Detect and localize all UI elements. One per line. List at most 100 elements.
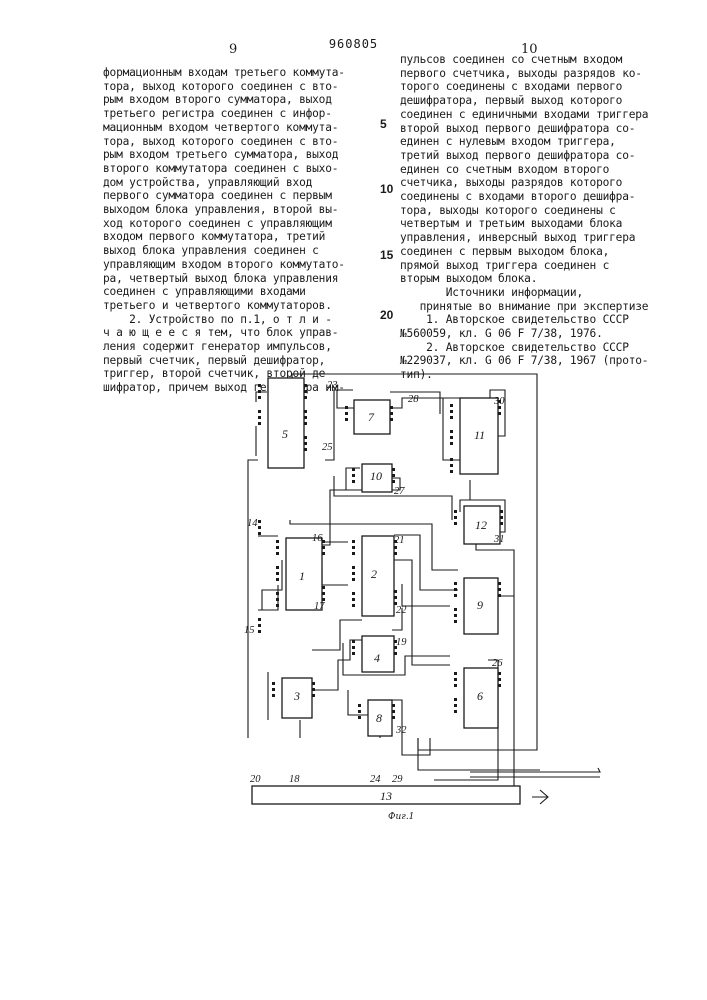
pin-dot bbox=[322, 546, 325, 549]
pin-dot bbox=[272, 688, 275, 691]
text-line: счетчика, выходы разрядов которого bbox=[400, 176, 648, 190]
pin-dot bbox=[450, 404, 453, 407]
pin-dot bbox=[258, 618, 261, 621]
block-label: 2 bbox=[371, 567, 377, 581]
pin-dot bbox=[394, 646, 397, 649]
signal-number: 16 bbox=[312, 533, 323, 544]
figure-caption: Фиг.1 bbox=[388, 812, 414, 822]
signal-number: 22 bbox=[396, 605, 407, 616]
pin-dot bbox=[498, 678, 501, 681]
text-line: формационным входам третьего коммута- bbox=[103, 66, 345, 80]
text-line: дешифратора, первый выход которого bbox=[400, 94, 648, 108]
text-line: единен с нулевым входом триггера, bbox=[400, 135, 648, 149]
pin-dot bbox=[498, 594, 501, 597]
pin-dot bbox=[312, 688, 315, 691]
text-line: 1. Авторское свидетельство СССР bbox=[400, 313, 648, 327]
pin-dot bbox=[358, 710, 361, 713]
text-line: выход блока управления соединен с bbox=[103, 244, 345, 258]
pin-dot bbox=[498, 406, 501, 409]
text-line: соединен с управляющими входами bbox=[103, 285, 345, 299]
text-line: мационным входом четвертого коммута- bbox=[103, 121, 345, 135]
pin-dot bbox=[454, 672, 457, 675]
block-label: 11 bbox=[474, 428, 485, 442]
pin-dot bbox=[272, 682, 275, 685]
signal-number: 18 bbox=[289, 774, 300, 785]
text-line: ч а ю щ е е с я тем, что блок управ- bbox=[103, 326, 345, 340]
text-line: выходом блока управления, второй вы- bbox=[103, 203, 345, 217]
line-number: 10 bbox=[380, 182, 393, 196]
signal-number: 19 bbox=[396, 637, 407, 648]
pin-dot bbox=[454, 588, 457, 591]
pin-dot bbox=[352, 566, 355, 569]
text-line: тора, выходы которого соединены с bbox=[400, 204, 648, 218]
text-line: ления содержит генератор импульсов, bbox=[103, 340, 345, 354]
pin-dot bbox=[304, 390, 307, 393]
pin-dot bbox=[258, 390, 261, 393]
block-label: 9 bbox=[477, 598, 483, 612]
text-line: четвертым и третьим выходами блока bbox=[400, 217, 648, 231]
text-line: соединен с единичными входами триггера bbox=[400, 108, 648, 122]
pin-dot bbox=[454, 582, 457, 585]
signal-number: 29 bbox=[392, 774, 403, 785]
pin-dot bbox=[352, 552, 355, 555]
patent-number: 960805 bbox=[0, 37, 707, 51]
right-text-column: пульсов соединен со счетным входомпервог… bbox=[400, 53, 648, 382]
pin-dot bbox=[304, 442, 307, 445]
pin-dot bbox=[454, 522, 457, 525]
pin-dot bbox=[450, 464, 453, 467]
block-label: 13 bbox=[380, 789, 392, 803]
pin-dot bbox=[276, 572, 279, 575]
text-line: входом первого коммутатора, третий bbox=[103, 230, 345, 244]
pin-dot bbox=[258, 416, 261, 419]
pin-dot bbox=[258, 526, 261, 529]
line-number: 15 bbox=[380, 248, 393, 262]
pin-dot bbox=[392, 480, 395, 483]
pin-dot bbox=[352, 578, 355, 581]
pin-dot bbox=[352, 604, 355, 607]
pin-dot bbox=[394, 590, 397, 593]
text-line: управления, инверсный выход триггера bbox=[400, 231, 648, 245]
text-line: 2. Устройство по п.1, о т л и - bbox=[103, 313, 345, 327]
signal-number: 15 bbox=[244, 625, 255, 636]
pin-dot bbox=[450, 436, 453, 439]
pin-dot bbox=[352, 572, 355, 575]
pin-dot bbox=[454, 594, 457, 597]
pin-dot bbox=[454, 614, 457, 617]
pin-dot bbox=[392, 704, 395, 707]
pin-dot bbox=[258, 410, 261, 413]
signal-number: 26 bbox=[492, 658, 503, 669]
signal-number: 25 bbox=[322, 442, 333, 453]
pin-dot bbox=[394, 652, 397, 655]
text-line: пульсов соединен со счетным входом bbox=[400, 53, 648, 67]
pin-dot bbox=[352, 468, 355, 471]
pin-dot bbox=[450, 458, 453, 461]
signal-number: 27 bbox=[394, 486, 405, 497]
block-diagram: 5 7 11 10 12 1 2 9 4 3 6 8 13 14 15 16 1… bbox=[0, 360, 707, 810]
pin-dot bbox=[498, 672, 501, 675]
pin-dot bbox=[394, 552, 397, 555]
pin-dot bbox=[352, 474, 355, 477]
pin-dot bbox=[276, 540, 279, 543]
pin-dot bbox=[258, 630, 261, 633]
pin-dot bbox=[345, 418, 348, 421]
pin-dot bbox=[500, 522, 503, 525]
pin-dot bbox=[304, 422, 307, 425]
pin-dot bbox=[392, 468, 395, 471]
pin-dot bbox=[394, 540, 397, 543]
block-label: 8 bbox=[376, 711, 382, 725]
pin-dot bbox=[258, 624, 261, 627]
text-line: тора, выход которого соединен с вто- bbox=[103, 80, 345, 94]
pin-dot bbox=[352, 592, 355, 595]
pin-dot bbox=[258, 422, 261, 425]
signal-number: 17 bbox=[314, 601, 325, 612]
text-line: принятые во внимание при экспертизе bbox=[400, 300, 648, 314]
pin-dot bbox=[454, 620, 457, 623]
block-label: 3 bbox=[293, 689, 300, 703]
pin-dot bbox=[276, 578, 279, 581]
pin-dot bbox=[352, 652, 355, 655]
pin-dot bbox=[352, 640, 355, 643]
pin-dot bbox=[258, 384, 261, 387]
pin-dot bbox=[450, 470, 453, 473]
pin-dot bbox=[394, 546, 397, 549]
pin-dot bbox=[450, 416, 453, 419]
